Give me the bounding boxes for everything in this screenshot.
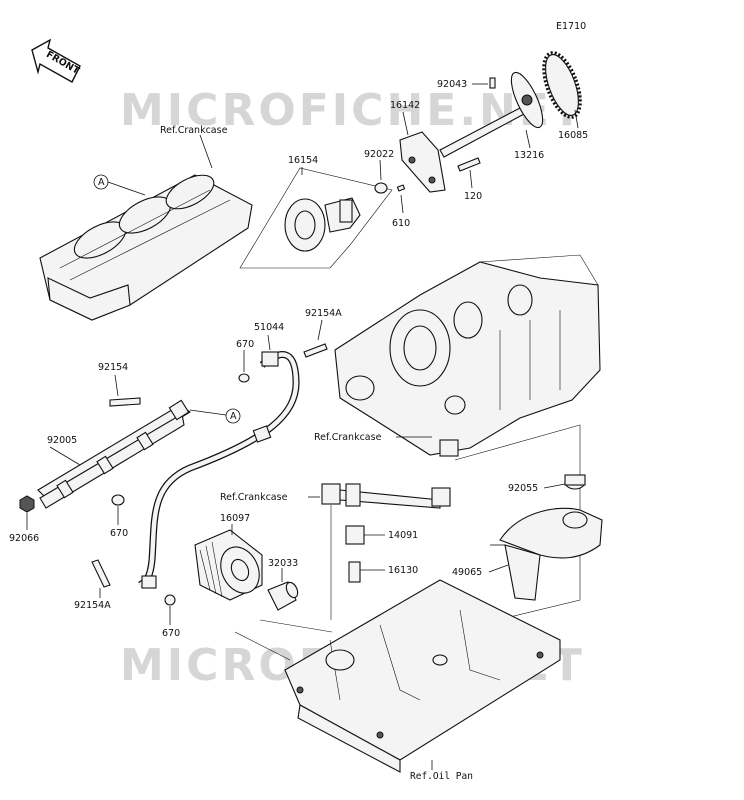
part-92043: 92043 <box>437 79 467 90</box>
oring-670-bottom-icon <box>164 594 176 606</box>
part-610: 610 <box>392 218 410 229</box>
washer-92022-icon <box>374 182 388 194</box>
callout-a-bottom <box>225 408 241 424</box>
oring-670-mid-icon <box>111 494 125 506</box>
strainer-49065-illustration <box>490 507 603 601</box>
diagram-code: E1710 <box>556 21 586 32</box>
part-32033: 32033 <box>268 558 298 569</box>
ref-oil-pan: Ref.Oil Pan <box>410 771 473 782</box>
part-16154: 16154 <box>288 155 318 166</box>
part-92055: 92055 <box>508 483 538 494</box>
pump-rotor-illustration <box>284 197 361 252</box>
relief-pipe-illustration <box>321 483 451 620</box>
crankcase-illustration <box>334 254 601 457</box>
part-16097: 16097 <box>220 513 250 524</box>
pin-92043-icon <box>489 77 496 89</box>
bolt-92154a-top-icon <box>303 343 328 358</box>
bolt-120-icon <box>457 157 481 172</box>
oil-filter-16097-illustration <box>194 529 263 601</box>
part-49065: 49065 <box>452 567 482 578</box>
part-16130: 16130 <box>388 565 418 576</box>
part-14091: 14091 <box>388 530 418 541</box>
part-92154a-bottom: 92154A <box>74 600 111 611</box>
part-92154: 92154 <box>98 362 128 373</box>
part-16085: 16085 <box>558 130 588 141</box>
ref-crankcase-pipe: Ref.Crankcase <box>220 492 288 503</box>
gear-16085-illustration <box>542 51 582 119</box>
oil-pan-illustration <box>284 579 561 773</box>
bolt-92154a-bottom-icon <box>91 559 111 588</box>
bolt-92154-icon <box>109 397 141 407</box>
cylinder-block-illustration <box>39 174 253 321</box>
oring-670-top-icon <box>238 373 250 383</box>
part-51044: 51044 <box>254 322 284 333</box>
oil-rail-92005-illustration <box>37 399 191 509</box>
watermark-top: MICROFICHE.NET <box>120 85 585 136</box>
ref-crankcase-mid: Ref.Crankcase <box>314 432 382 443</box>
plug-92066-icon <box>19 495 35 513</box>
part-13216: 13216 <box>514 150 544 161</box>
shaft-13216-illustration <box>439 71 544 158</box>
front-arrow-icon: FRONT <box>31 38 82 83</box>
part-92154a-top: 92154A <box>305 308 342 319</box>
part-92005: 92005 <box>47 435 77 446</box>
part-670-top: 670 <box>236 339 254 350</box>
part-16142: 16142 <box>390 100 420 111</box>
svg-text:A: A <box>230 411 237 422</box>
spacer-14091-icon <box>345 525 365 545</box>
valve-16130-icon <box>348 561 361 583</box>
part-670-mid: 670 <box>110 528 128 539</box>
part-92066: 92066 <box>9 533 39 544</box>
plate-16142-illustration <box>399 131 446 193</box>
part-120: 120 <box>464 191 482 202</box>
ref-crankcase-top: Ref.Crankcase <box>160 125 228 136</box>
part-670-bottom: 670 <box>162 628 180 639</box>
pipe-32033-illustration <box>267 581 299 611</box>
pipe-fitting-top <box>261 351 279 367</box>
svg-text:A: A <box>98 177 105 188</box>
pin-610-icon <box>396 184 406 192</box>
part-92022: 92022 <box>364 149 394 160</box>
